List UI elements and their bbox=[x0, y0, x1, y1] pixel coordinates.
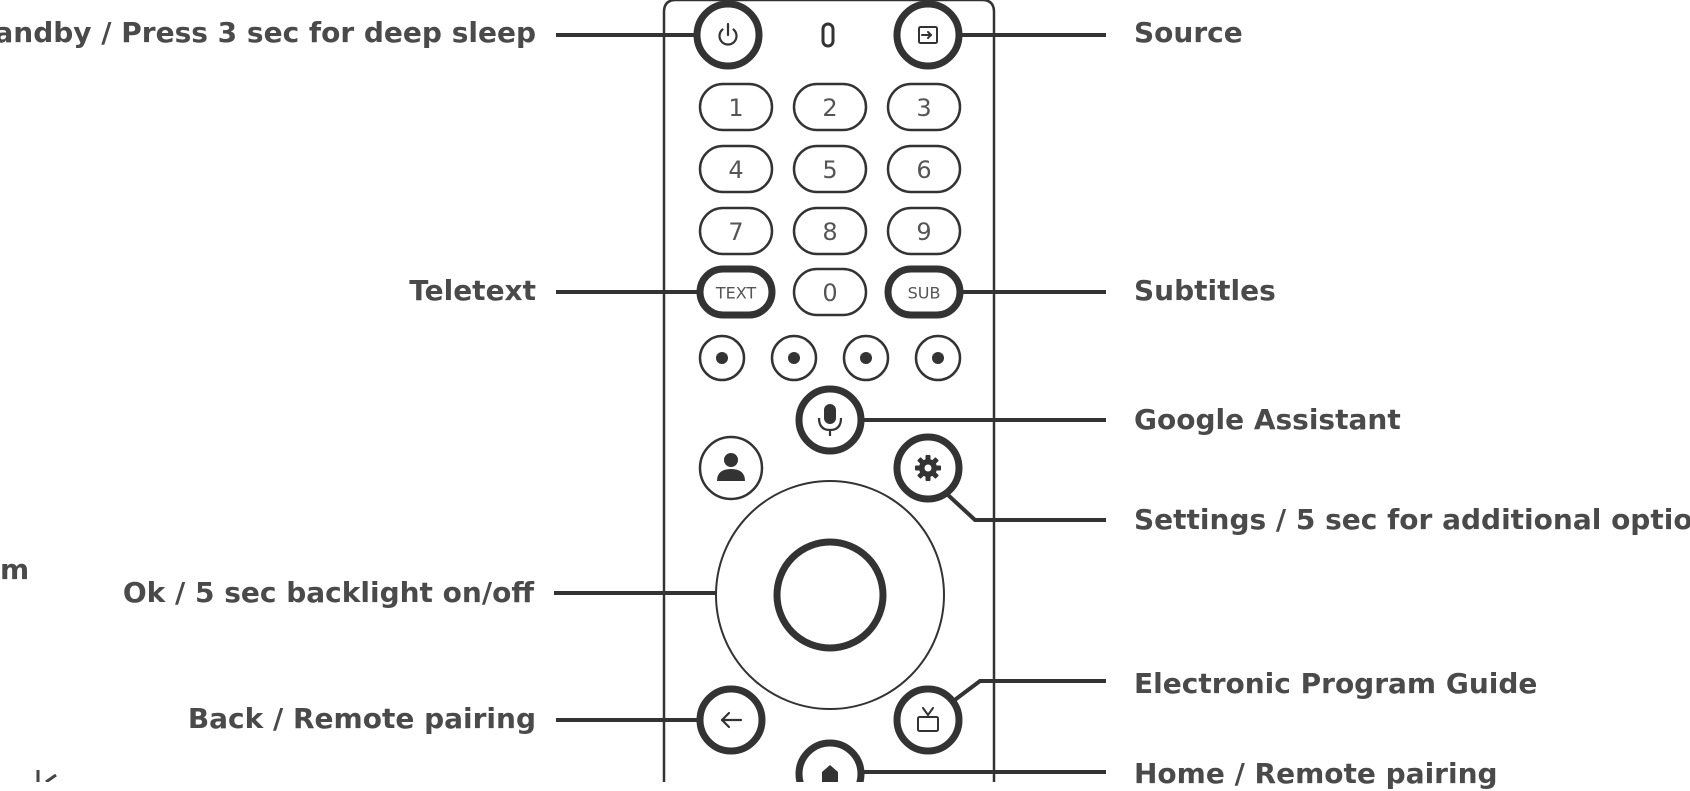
subtitles-label: Subtitles bbox=[1134, 274, 1276, 307]
digit-key-1-label: 1 bbox=[728, 94, 743, 122]
color-buttons bbox=[698, 334, 962, 382]
ok-button[interactable] bbox=[773, 538, 887, 652]
remote-body-outline bbox=[662, 0, 996, 782]
settings-button[interactable] bbox=[893, 433, 963, 503]
digit-key-5[interactable]: 5 bbox=[792, 144, 868, 194]
teletext-button-label: TEXT bbox=[715, 284, 757, 303]
ok-label: Ok / 5 sec backlight on/off bbox=[122, 576, 534, 609]
google-assistant-label: Google Assistant bbox=[1134, 403, 1401, 436]
digit-key-3-label: 3 bbox=[916, 94, 931, 122]
cut-off-figure-fragment bbox=[36, 770, 57, 782]
teletext-label: Teletext bbox=[409, 274, 536, 307]
standby-label: Standby / Press 3 sec for deep sleep bbox=[0, 16, 536, 49]
digit-key-6-label: 6 bbox=[916, 156, 931, 184]
back-label: Back / Remote pairing bbox=[187, 702, 536, 735]
color-button-4[interactable] bbox=[914, 334, 962, 382]
subtitles-button-label: SUB bbox=[908, 284, 941, 303]
source-icon bbox=[918, 26, 938, 44]
arrow-left-icon bbox=[720, 711, 743, 729]
back-button[interactable] bbox=[696, 685, 766, 755]
digit-key-7[interactable]: 7 bbox=[698, 206, 774, 256]
digit-key-8-label: 8 bbox=[822, 218, 837, 246]
home-button[interactable] bbox=[795, 739, 865, 782]
digit-key-2[interactable]: 2 bbox=[792, 82, 868, 132]
google-assistant-button[interactable] bbox=[795, 385, 865, 455]
epg-label: Electronic Program Guide bbox=[1134, 667, 1538, 700]
digit-key-7-label: 7 bbox=[728, 218, 743, 246]
settings-leader bbox=[946, 493, 1106, 522]
power-icon bbox=[718, 22, 738, 46]
tv-icon bbox=[917, 707, 939, 732]
digit-key-0[interactable]: 0 bbox=[792, 267, 868, 317]
source-label: Source bbox=[1134, 16, 1243, 49]
home-icon bbox=[822, 765, 838, 782]
digit-key-8[interactable]: 8 bbox=[792, 206, 868, 256]
digit-key-1[interactable]: 1 bbox=[698, 82, 774, 132]
cut-off-text-fragment: m bbox=[0, 553, 30, 586]
source-button[interactable] bbox=[893, 0, 963, 70]
person-icon bbox=[717, 453, 745, 481]
subtitles-button[interactable]: SUB bbox=[884, 265, 964, 319]
epg-leader bbox=[950, 679, 1106, 704]
epg-button[interactable] bbox=[893, 685, 963, 755]
teletext-button[interactable]: TEXT bbox=[696, 265, 776, 319]
digit-key-0-label: 0 bbox=[822, 279, 837, 307]
digit-key-4-label: 4 bbox=[728, 156, 743, 184]
microphone-icon bbox=[817, 404, 843, 436]
digit-key-3[interactable]: 3 bbox=[886, 82, 962, 132]
profile-button[interactable] bbox=[698, 435, 764, 501]
color-button-2[interactable] bbox=[770, 334, 818, 382]
home-label: Home / Remote pairing bbox=[1134, 757, 1498, 790]
leader-lines bbox=[554, 33, 1106, 774]
settings-label: Settings / 5 sec for additional options bbox=[1134, 503, 1690, 536]
color-button-3[interactable] bbox=[842, 334, 890, 382]
gear-icon bbox=[915, 455, 941, 481]
color-button-1[interactable] bbox=[698, 334, 746, 382]
digit-key-9-label: 9 bbox=[916, 218, 931, 246]
digit-key-2-label: 2 bbox=[822, 94, 837, 122]
led-indicator bbox=[821, 22, 835, 48]
digit-key-9[interactable]: 9 bbox=[886, 206, 962, 256]
power-button[interactable] bbox=[693, 0, 763, 70]
digit-key-5-label: 5 bbox=[822, 156, 837, 184]
digit-key-4[interactable]: 4 bbox=[698, 144, 774, 194]
digit-key-6[interactable]: 6 bbox=[886, 144, 962, 194]
